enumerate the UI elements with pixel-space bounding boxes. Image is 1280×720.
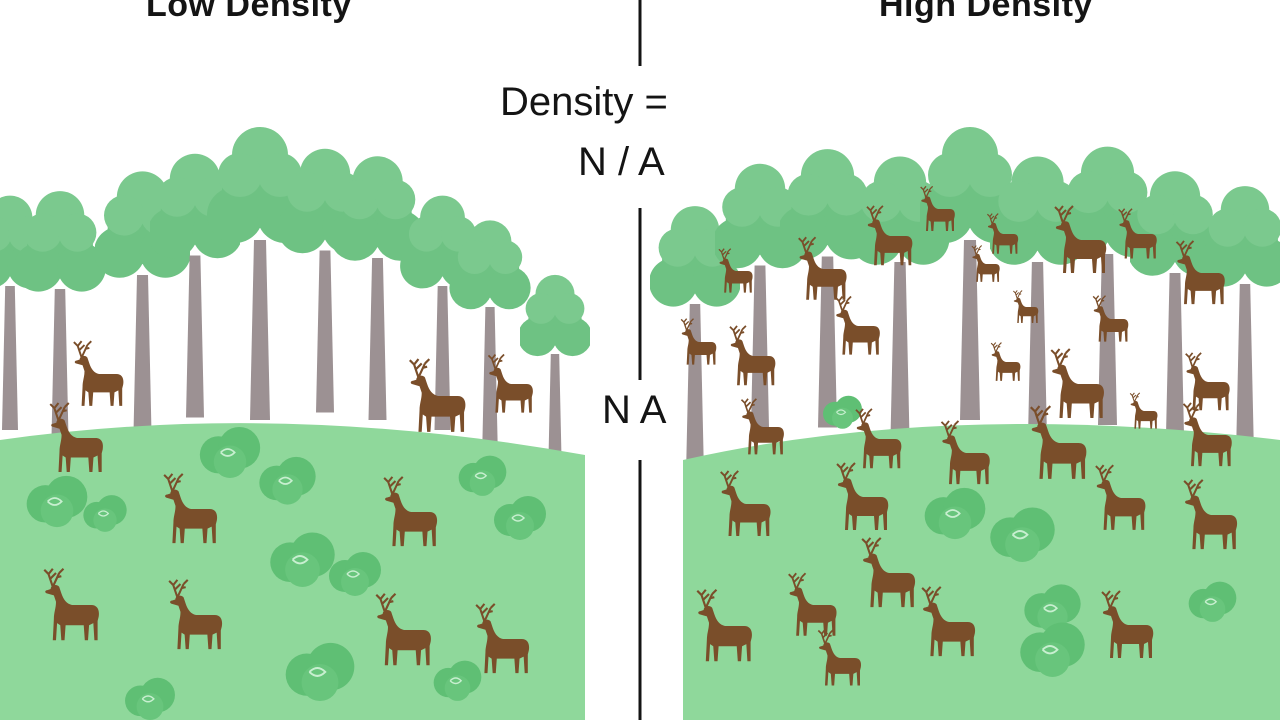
tree-icon (207, 127, 313, 420)
tree-icon (1200, 186, 1280, 440)
tree-icon (780, 149, 875, 428)
deer-icon (1050, 348, 1106, 420)
tree-icon (330, 156, 425, 420)
deer-icon (1184, 352, 1231, 412)
deer-icon (72, 340, 125, 407)
tree-icon (15, 191, 105, 445)
high-density-title: High Density (879, 0, 1093, 24)
deer-icon (834, 295, 881, 356)
deer-icon (990, 342, 1022, 382)
deer-icon (1129, 392, 1159, 430)
low-density-title: Low Density (146, 0, 352, 24)
center-na-label: N A (600, 388, 669, 432)
high-density-panel (650, 127, 1280, 720)
density-formula-lhs: Density = (500, 80, 668, 124)
density-formula-rhs: N / A (578, 140, 665, 184)
low-density-panel (0, 127, 590, 720)
tree-icon (920, 127, 1020, 420)
